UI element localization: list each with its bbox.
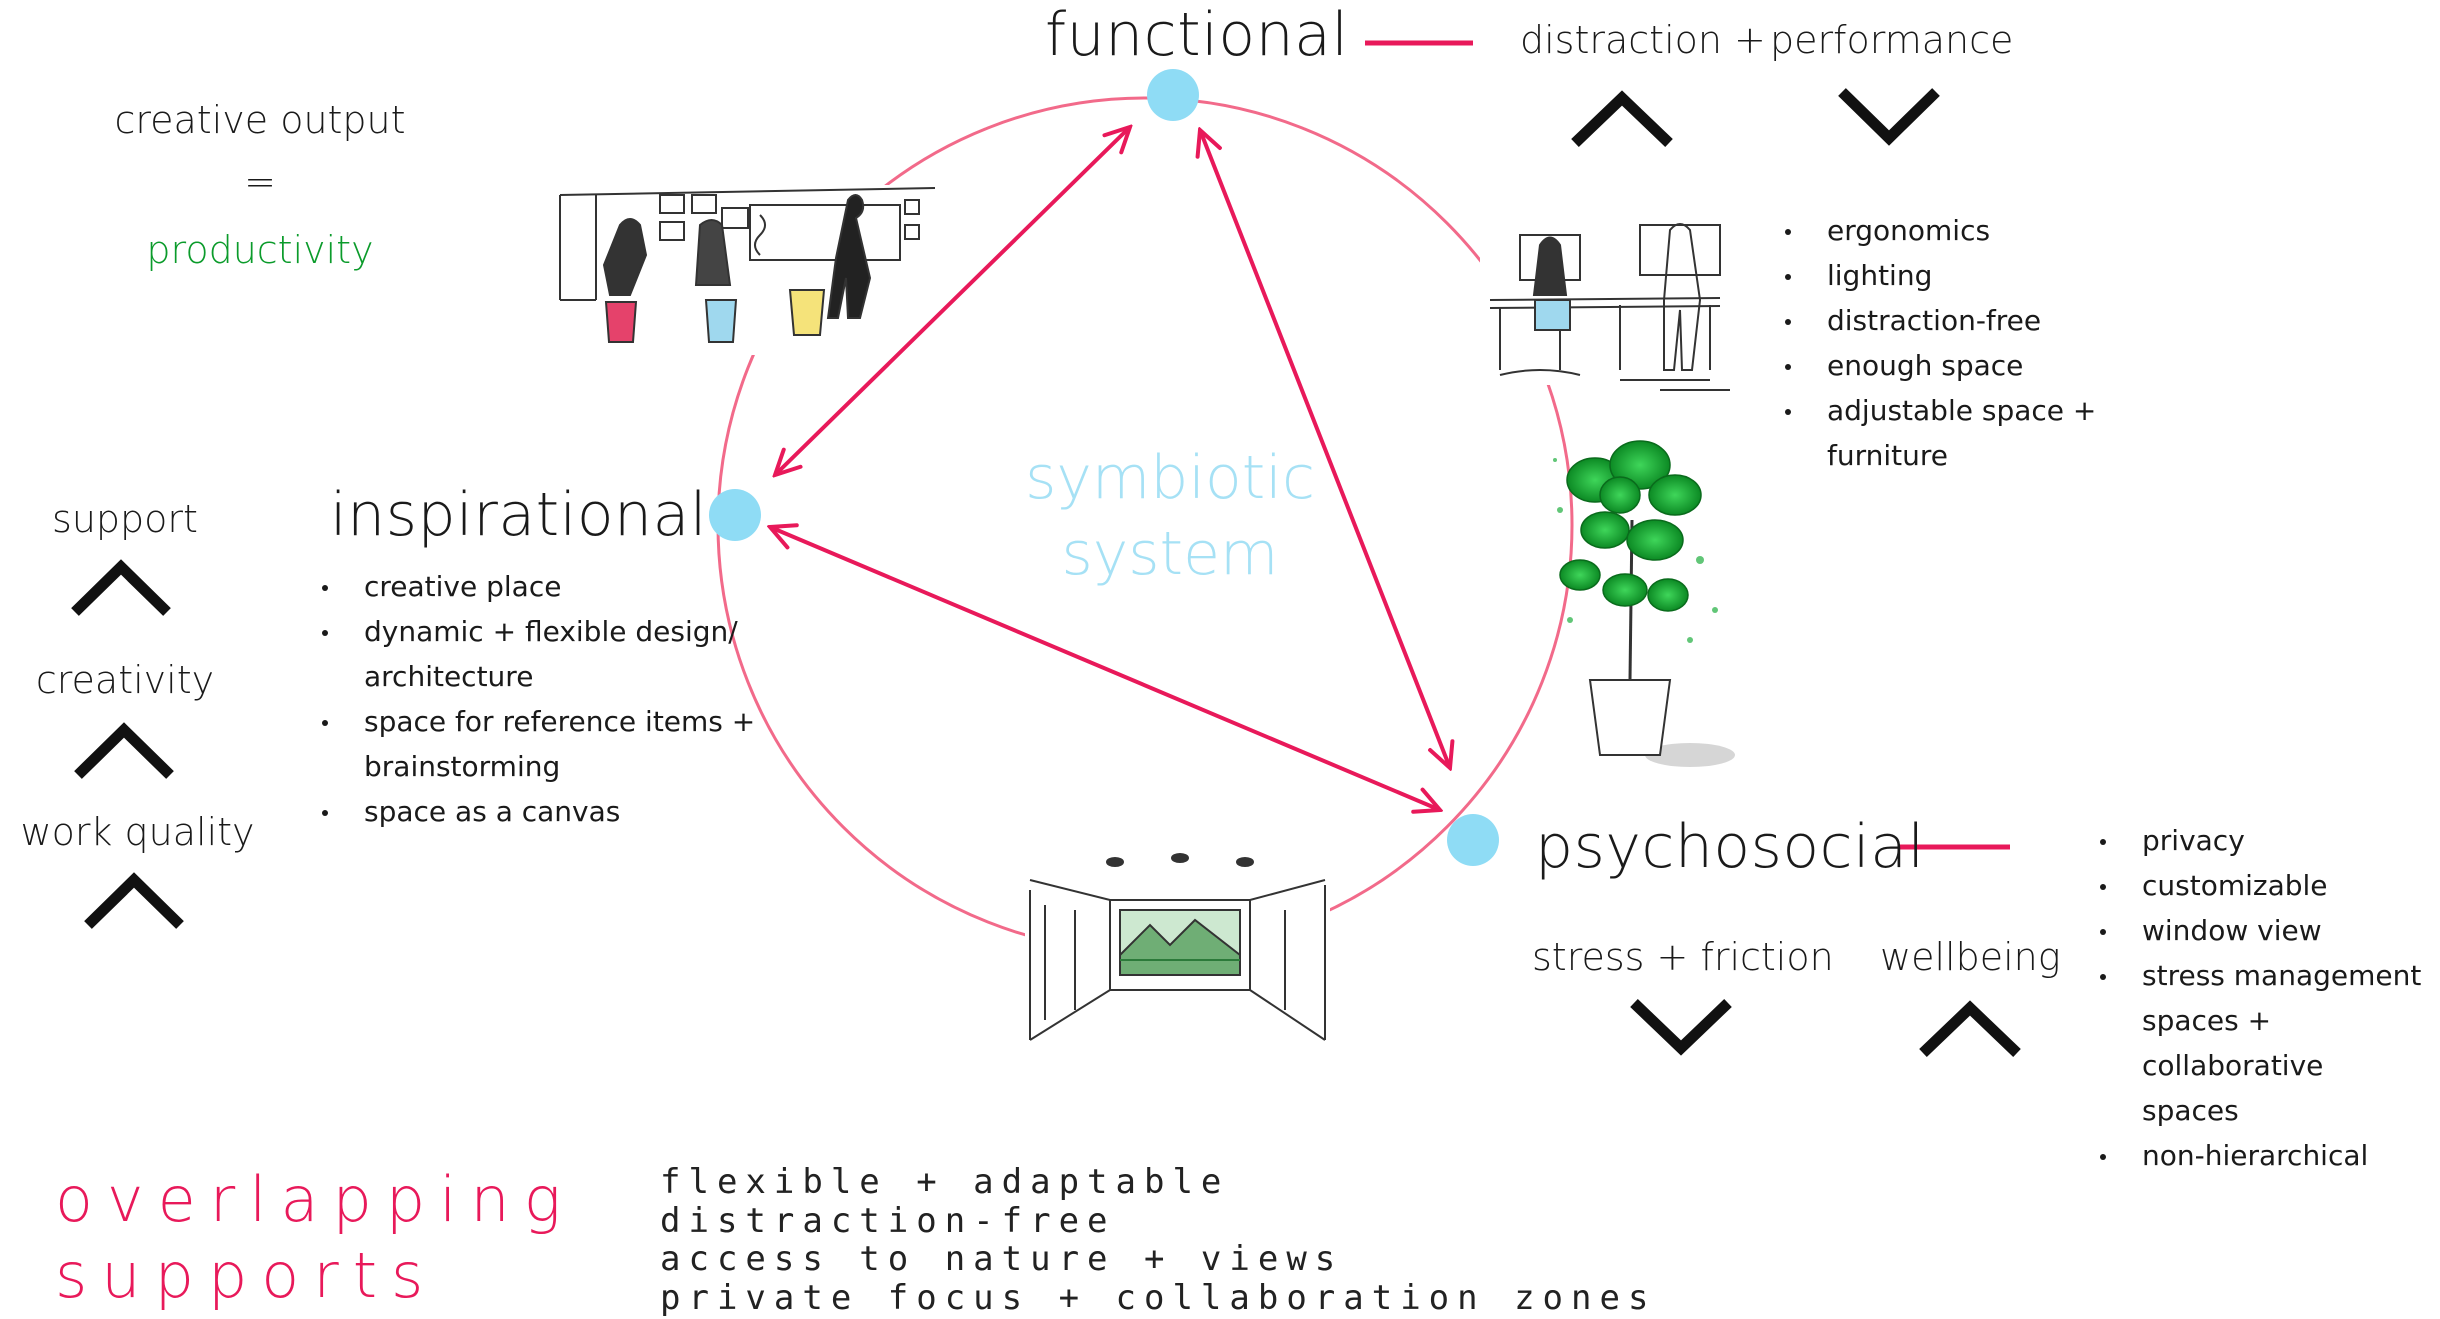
performance-label: performance [1770, 18, 2014, 62]
brainstorm-sketch-image [553, 185, 938, 355]
arrow-functional-inspirational [775, 127, 1130, 475]
work-quality-label: work quality [20, 810, 255, 854]
list-item: customizable [2100, 863, 2440, 908]
title-line-1: overlapping [55, 1163, 575, 1236]
list-item: flexible + adaptable [660, 1162, 1230, 1202]
inspirational-label: inspirational [330, 480, 708, 550]
list-item: space as a canvas [322, 789, 755, 834]
performance-down-chevron-icon [1838, 88, 1940, 146]
creativity-label: creativity [35, 658, 215, 702]
list-item: ergonomics [1785, 208, 2096, 253]
list-item: privacy [2100, 818, 2440, 863]
arrow-inspirational-psychosocial [770, 527, 1440, 810]
symbiotic-line: symbiotic [1025, 443, 1315, 513]
productivity-label: productivity [146, 228, 374, 272]
support-label: support [52, 497, 198, 541]
stress-down-chevron-icon [1630, 999, 1732, 1056]
list-item: enough space [1785, 343, 2096, 388]
list-item: furniture [1827, 439, 1948, 472]
plant-sketch-image [1553, 440, 1735, 767]
list-item: adjustable space + [1785, 388, 2096, 433]
list-item: creative place [322, 564, 755, 609]
support-up-chevron-icon [71, 559, 171, 616]
inspirational-bullet-list: creative place dynamic + flexible design… [322, 564, 755, 834]
psychosocial-bullet-list: privacy customizable window view stress … [2100, 818, 2440, 1178]
inspirational-node [709, 489, 761, 541]
wellbeing-up-chevron-icon [1919, 1000, 2021, 1057]
psychosocial-node [1447, 814, 1499, 866]
equals-sign: = [244, 160, 276, 204]
window-room-sketch-image [1025, 840, 1330, 1055]
list-item: spaces + collaborative [2142, 1004, 2324, 1082]
title-line-2: supports [55, 1239, 438, 1312]
functional-bullet-list: ergonomics lighting distraction-free eno… [1785, 208, 2096, 478]
workstation-sketch-image [1480, 215, 1730, 391]
stress-friction-label: stress + friction [1532, 935, 1834, 979]
overlapping-supports-title: overlapping supports [55, 1162, 575, 1314]
list-item: lighting [1785, 253, 2096, 298]
list-item: access to nature + views [660, 1239, 1344, 1279]
list-item: spaces [2142, 1094, 2239, 1127]
list-item: private focus + collaboration zones [660, 1277, 1657, 1318]
list-item: architecture [364, 660, 534, 693]
wellbeing-label: wellbeing [1880, 935, 2061, 979]
list-item: space for reference items + [322, 699, 755, 744]
functional-label: functional [1045, 0, 1349, 70]
psychosocial-label: psychosocial [1535, 812, 1925, 882]
symbiotic-system-label: symbiotic system [1000, 440, 1340, 592]
creativity-up-chevron-icon [74, 722, 174, 779]
list-item: window view [2100, 908, 2440, 953]
distraction-up-chevron-icon [1571, 90, 1673, 147]
list-item: brainstorming [364, 750, 561, 783]
list-item: distraction-free [1785, 298, 2096, 343]
list-item: non-hierarchical [2100, 1133, 2440, 1178]
distraction-label: distraction + [1520, 18, 1766, 62]
list-item: distraction-free [660, 1200, 1116, 1241]
list-item: dynamic + flexible design/ [322, 609, 755, 654]
work-quality-up-chevron-icon [84, 872, 184, 929]
functional-node [1147, 69, 1199, 121]
list-item: stress management [2100, 953, 2440, 998]
creative-output-label: creative output [114, 98, 406, 142]
system-line: system [1061, 519, 1279, 589]
overlapping-supports-list: flexible + adaptable distraction-free ac… [660, 1163, 1656, 1317]
